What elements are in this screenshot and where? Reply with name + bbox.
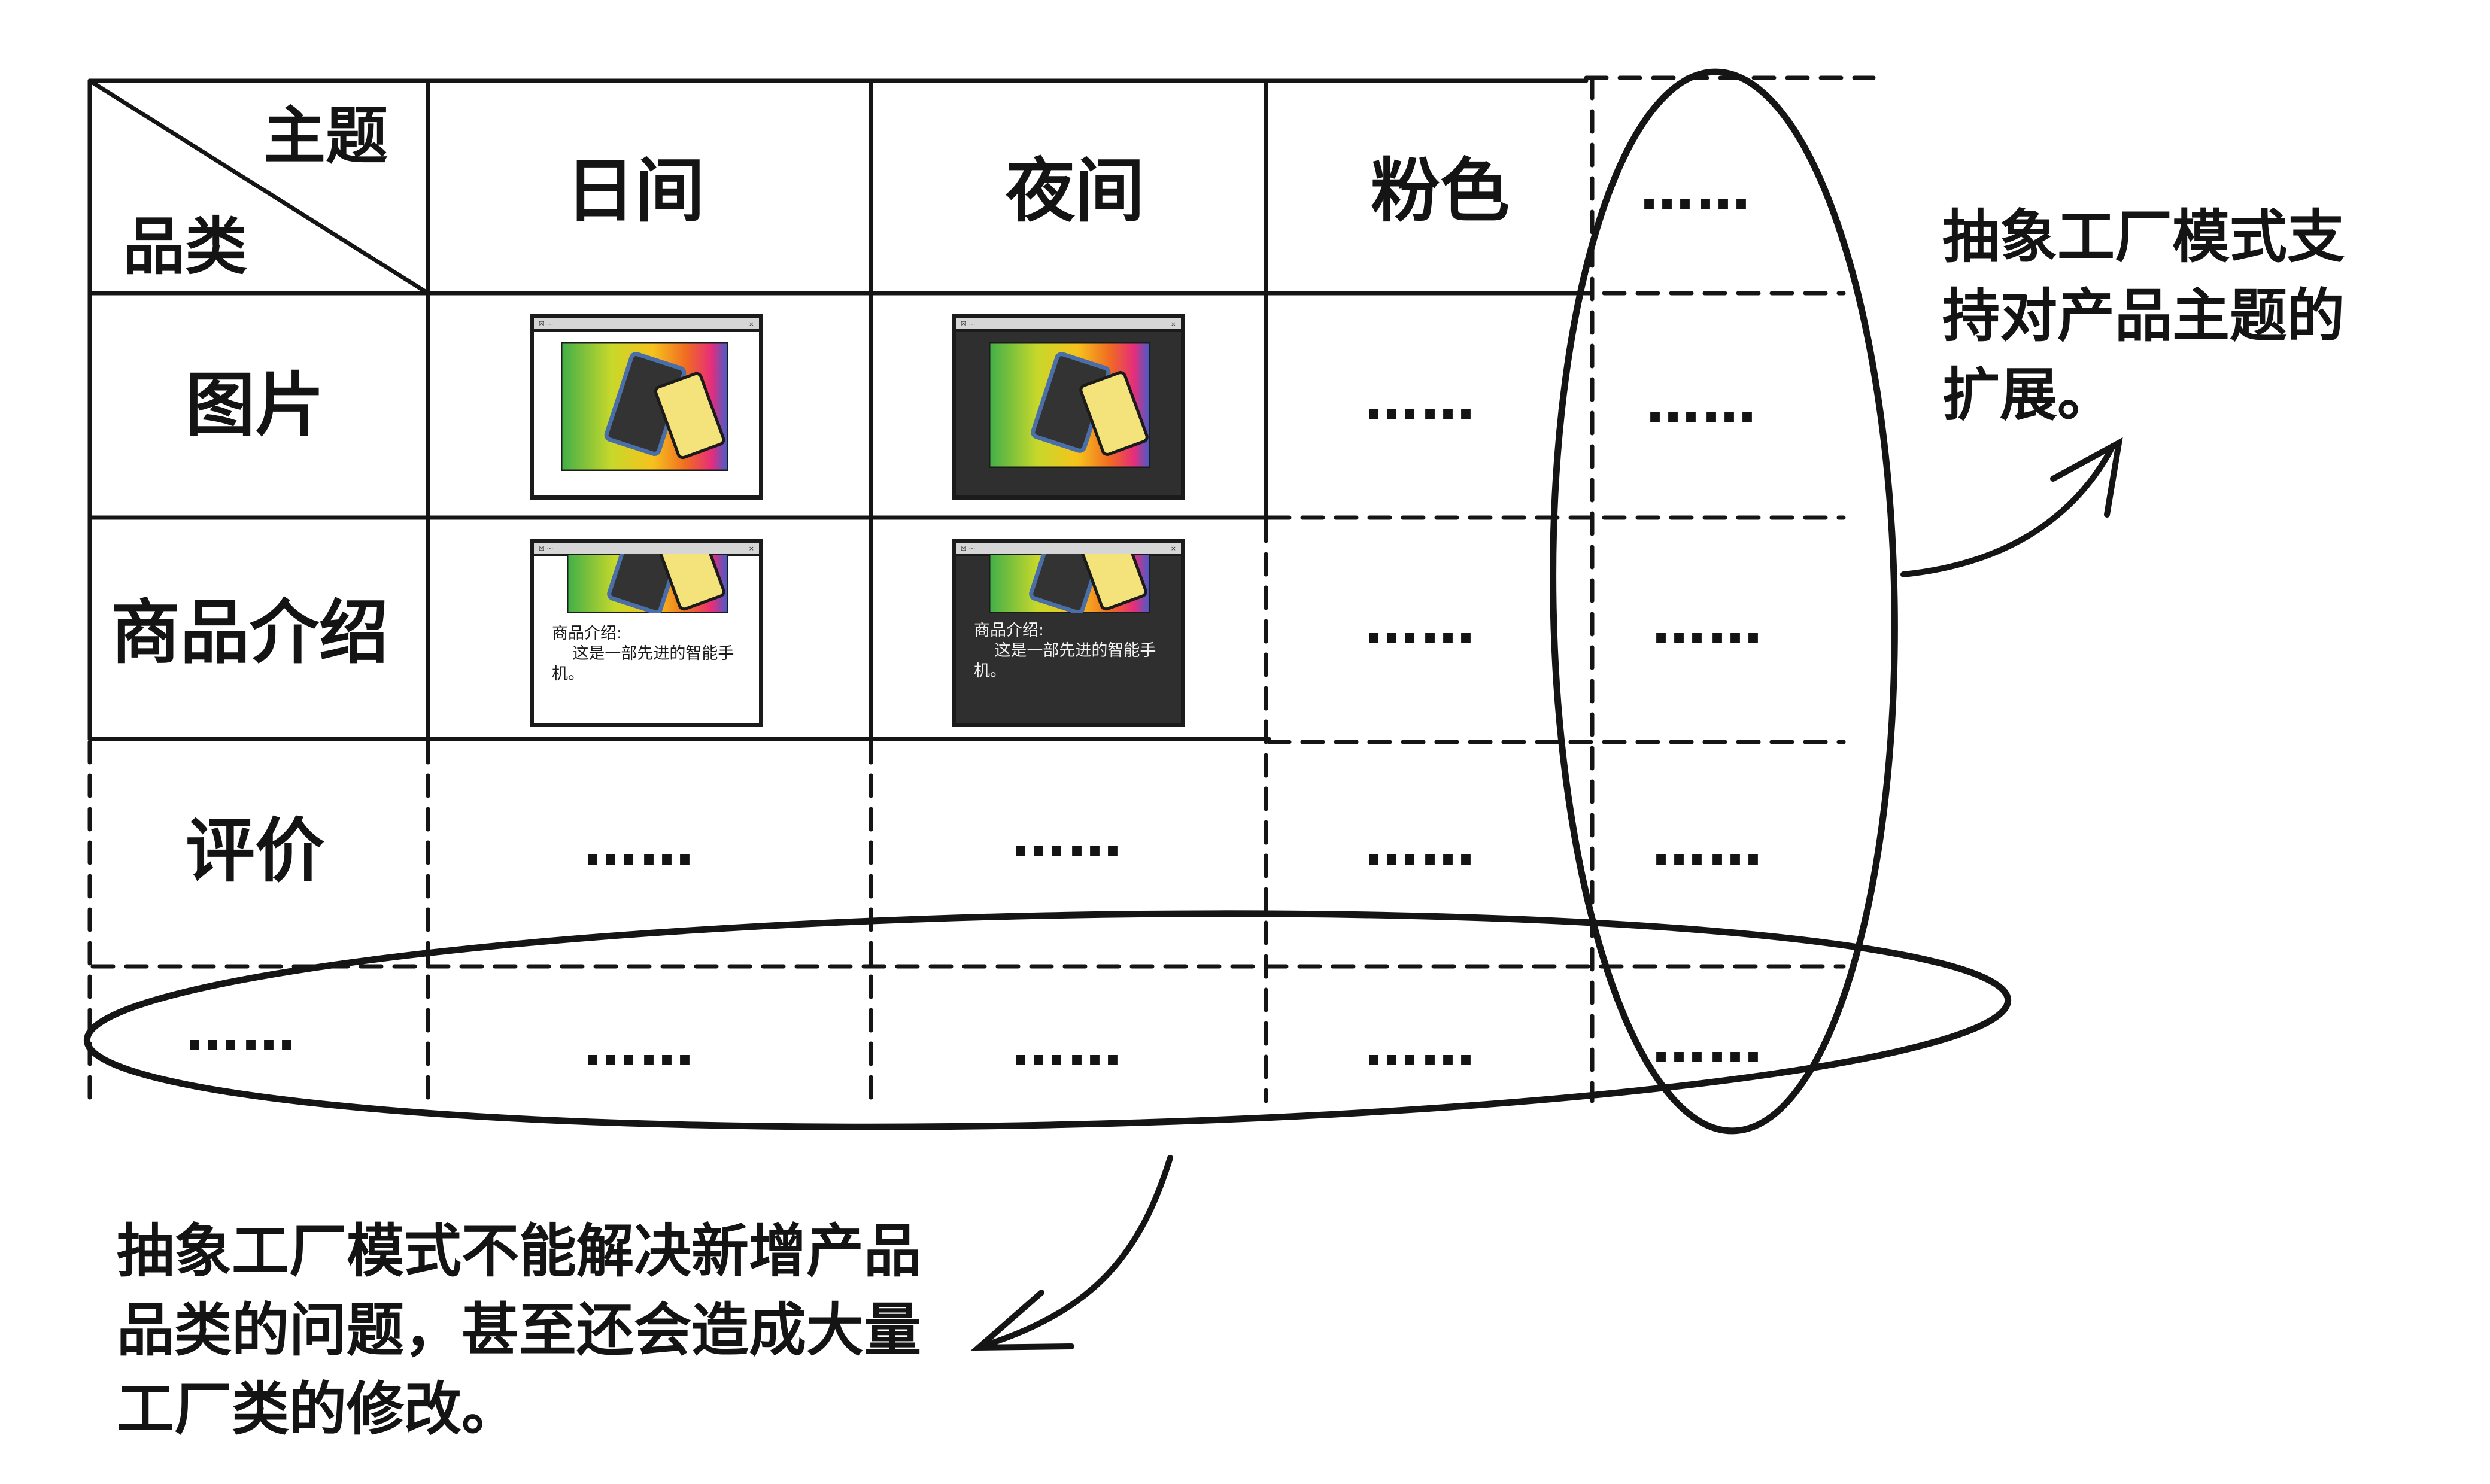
night-theme-image-thumbnail: ☒ ⋯ × bbox=[952, 314, 1185, 500]
right-annotation-note: 抽象工厂模式支持对产品主题的扩展。 bbox=[1942, 203, 2345, 428]
column-header-day: 日间 bbox=[566, 151, 705, 232]
cell-image-pink: …… bbox=[1365, 369, 1477, 432]
cell-more-day: …… bbox=[584, 1015, 696, 1078]
cell-more-more: …… bbox=[1652, 1012, 1765, 1075]
window-controls-icon: ☒ ⋯ bbox=[539, 545, 554, 552]
bottom-annotation-note: 抽象工厂模式不能解决新增产品品类的问题，甚至还会造成大量工厂类的修改。 bbox=[117, 1218, 921, 1443]
row-label-more: …… bbox=[186, 1001, 298, 1063]
corner-label-theme: 主题 bbox=[263, 99, 388, 172]
cell-intro-pink: …… bbox=[1365, 594, 1477, 656]
window-controls-icon: ☒ ⋯ bbox=[961, 320, 976, 328]
column-header-more: …… bbox=[1640, 160, 1753, 223]
row-label-image: 图片 bbox=[186, 365, 324, 446]
window-close-icon: × bbox=[748, 545, 754, 552]
intro-caption: 商品介绍: 这是一部先进的智能手机。 bbox=[974, 621, 1156, 680]
phone-artwork bbox=[567, 554, 728, 613]
night-theme-intro-thumbnail: ☒ ⋯ × 商品介绍: 这是一部先进的智能手机。 bbox=[952, 539, 1185, 727]
corner-label-category: 品类 bbox=[123, 210, 248, 283]
window-close-icon: × bbox=[1170, 320, 1176, 328]
row-label-product-intro: 商品介绍 bbox=[111, 592, 388, 673]
cell-review-day: …… bbox=[584, 815, 696, 878]
window-controls-icon: ☒ ⋯ bbox=[539, 320, 554, 328]
solid-grid bbox=[87, 78, 1589, 741]
intro-caption: 商品介绍: 这是一部先进的智能手机。 bbox=[552, 624, 734, 683]
cell-intro-more: …… bbox=[1652, 594, 1765, 656]
hand-drawn-ellipses bbox=[83, 68, 2012, 1135]
day-theme-intro-thumbnail: ☒ ⋯ × 商品介绍: 这是一部先进的智能手机。 bbox=[530, 539, 763, 727]
cell-image-more: …… bbox=[1646, 372, 1759, 435]
day-theme-image-thumbnail: ☒ ⋯ × bbox=[530, 314, 763, 500]
cell-review-night: …… bbox=[1012, 806, 1124, 869]
cell-more-pink: …… bbox=[1365, 1015, 1477, 1078]
phone-artwork bbox=[989, 554, 1150, 613]
window-controls-icon: ☒ ⋯ bbox=[961, 545, 976, 552]
column-header-pink: 粉色 bbox=[1371, 151, 1510, 232]
annotation-arrows bbox=[970, 437, 2123, 1351]
window-close-icon: × bbox=[1170, 545, 1176, 552]
phone-artwork bbox=[989, 342, 1150, 468]
cell-more-night: …… bbox=[1012, 1015, 1124, 1078]
row-label-review: 评价 bbox=[186, 811, 324, 892]
phone-artwork bbox=[561, 342, 728, 471]
column-header-night: 夜间 bbox=[1006, 151, 1144, 232]
window-close-icon: × bbox=[748, 320, 754, 328]
cell-review-pink: …… bbox=[1365, 815, 1477, 878]
cell-review-more: …… bbox=[1652, 815, 1765, 878]
thumbnail-title-bar: ☒ ⋯ × bbox=[534, 318, 759, 332]
thumbnail-title-bar: ☒ ⋯ × bbox=[956, 318, 1181, 332]
